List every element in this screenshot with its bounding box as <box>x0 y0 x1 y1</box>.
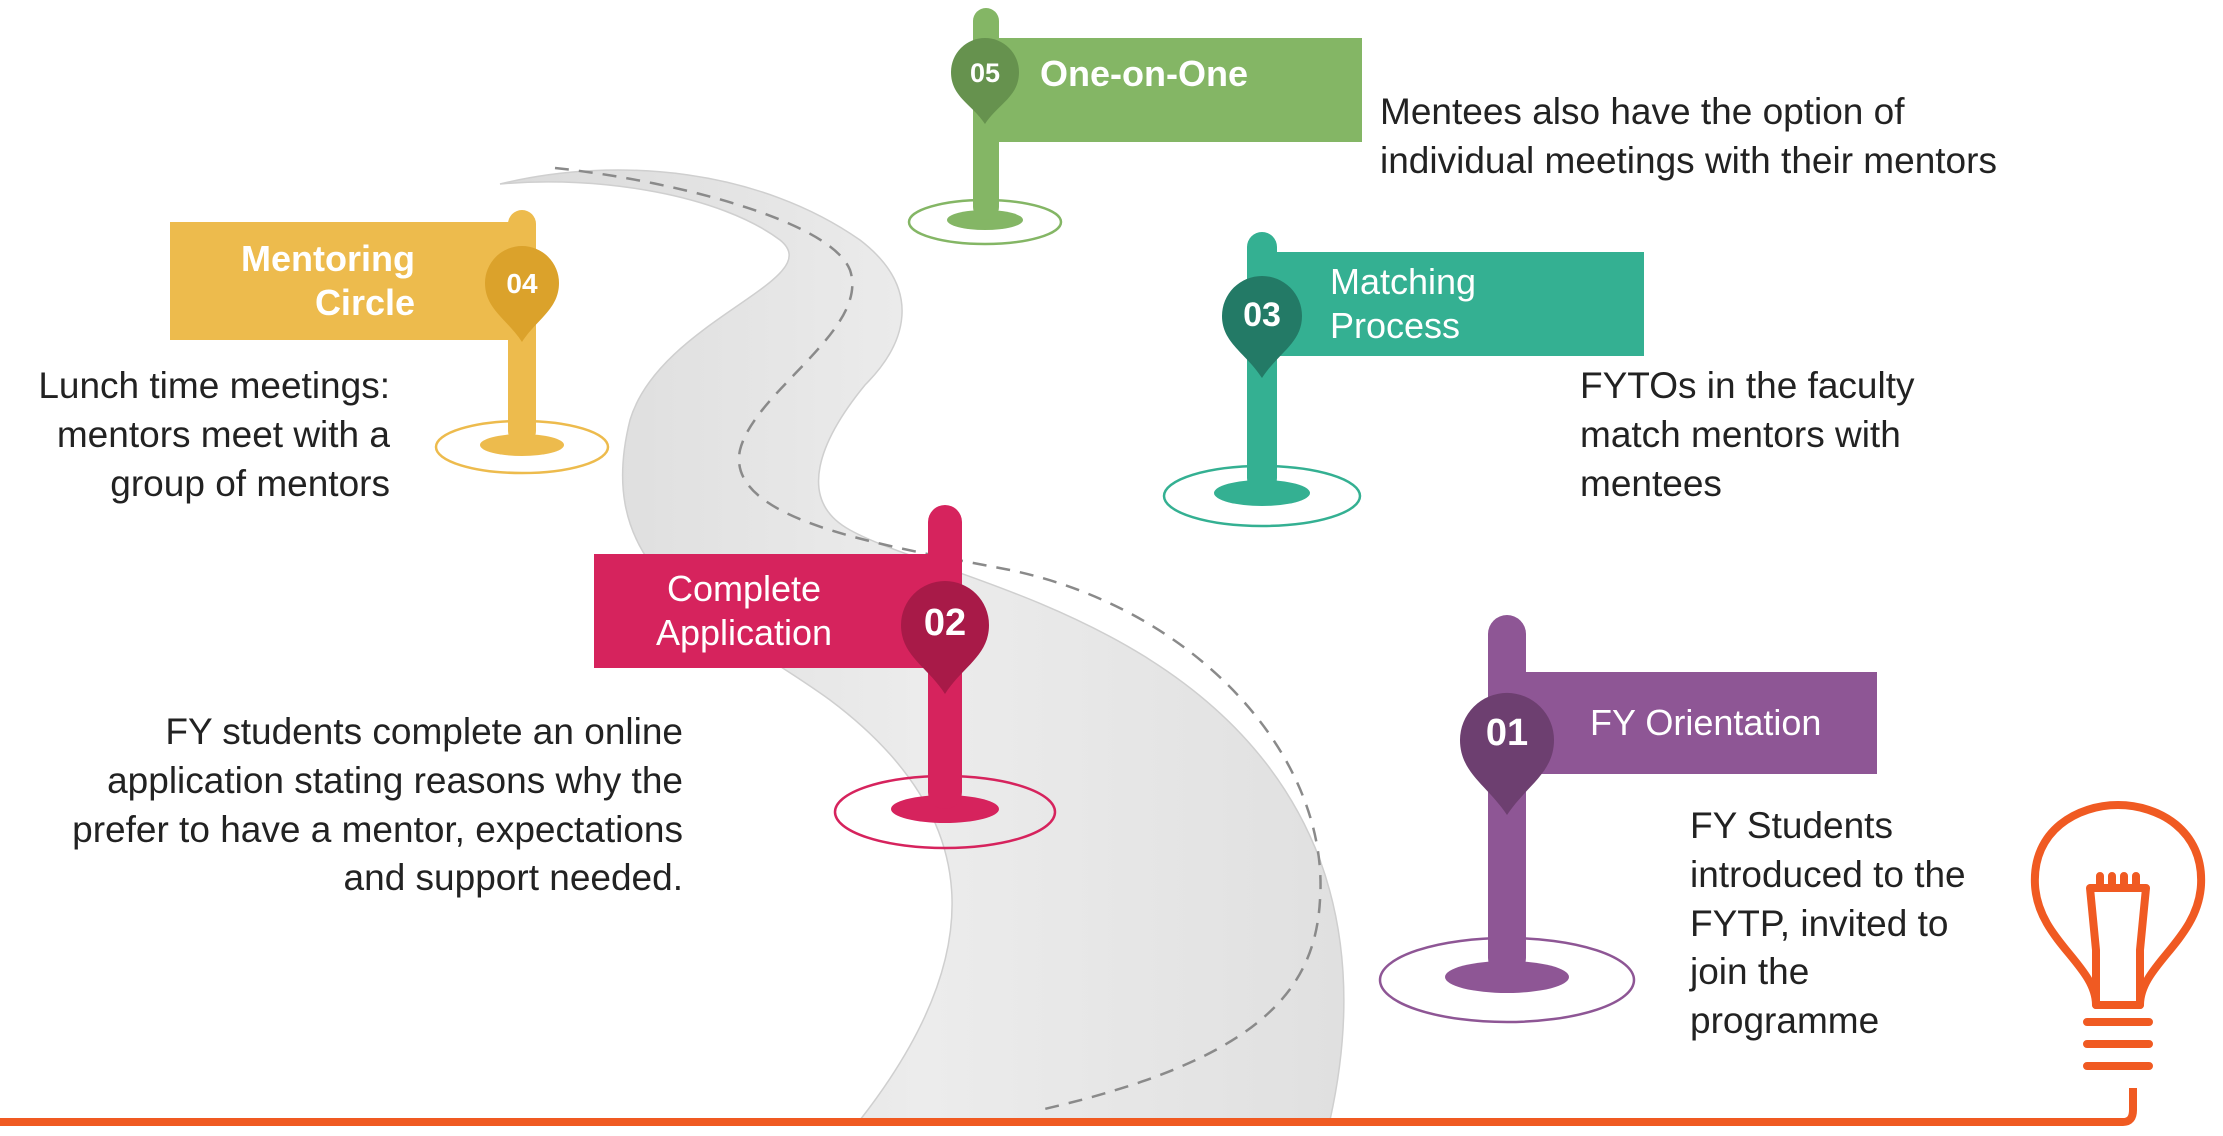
step-02-title-line: Complete <box>666 568 822 610</box>
step-01-description: FY Students introduced to the FYTP, invi… <box>1690 802 1966 1046</box>
road-center-line <box>554 166 1322 1112</box>
step-03-title-line: Process <box>1330 305 1461 346</box>
step-05-sign-board <box>992 38 1362 142</box>
step-03-badge <box>1222 275 1302 378</box>
step-05-badge <box>951 38 1019 124</box>
step-01-description-line: introduced to the <box>1690 853 1966 895</box>
step-04-sign-board <box>170 222 522 340</box>
step-04-description: Lunch time meetings: mentors meet with a… <box>38 362 390 508</box>
step-03-description-line: FYTOs in the faculty <box>1580 365 1915 406</box>
step-04-number: 04 <box>506 268 538 299</box>
step-01-badge <box>1460 692 1554 815</box>
step-05-description: Mentees also have the option of individu… <box>1380 88 1997 186</box>
step-04-badge <box>485 246 559 342</box>
step-03-description-line: match mentors with <box>1580 413 1901 455</box>
step-03-number: 03 <box>1243 296 1281 334</box>
step-01-description-line: programme <box>1690 1000 1880 1042</box>
step-01-description-line: join the <box>1690 951 1810 993</box>
step-04-signpost <box>170 210 610 475</box>
step-01-description-line: FY Students <box>1690 805 1893 846</box>
step-05-description-line: Mentees also have the option of <box>1380 91 1905 132</box>
step-04-description-line: Lunch time meetings: <box>38 365 390 406</box>
step-03-description-line: mentees <box>1580 462 1722 504</box>
step-02-description-line: prefer to have a mentor, expectations <box>72 808 683 850</box>
step-01-title: FY Orientation <box>1590 674 1821 772</box>
step-04-description-line: group of mentors <box>110 462 390 504</box>
step-04-title-line: Circle <box>314 282 415 323</box>
step-03-title: Matching Process <box>1330 254 1476 354</box>
step-02-number: 02 <box>923 602 967 644</box>
step-03-sign-board <box>1262 252 1644 356</box>
step-05-title: One-on-One <box>1040 44 1248 104</box>
step-01-sign-board <box>1507 672 1877 774</box>
step-04-description-line: mentors meet with a <box>56 413 390 455</box>
step-02-description-line: and support needed. <box>343 857 683 899</box>
step-05-signpost <box>907 8 1362 246</box>
step-02-description: FY students complete an online applicati… <box>72 708 683 903</box>
step-04-title-line: Mentoring <box>241 238 415 280</box>
step-02-description-line: application stating reasons why the <box>107 759 683 801</box>
step-01-description-line: FYTP, invited to <box>1690 902 1949 944</box>
step-02-signpost <box>594 505 1057 850</box>
step-02-title: Complete Application <box>594 556 894 666</box>
step-04-title: Mentoring Circle <box>170 226 415 336</box>
step-02-title-line: Application <box>655 612 833 653</box>
step-03-title-line: Matching <box>1330 261 1477 303</box>
step-01-number: 01 <box>1485 712 1529 754</box>
step-03-signpost <box>1162 232 1644 528</box>
step-02-description-line: FY students complete an online <box>165 711 683 752</box>
step-02-badge <box>901 581 989 694</box>
step-03-description: FYTOs in the faculty match mentors with … <box>1580 362 1915 508</box>
step-05-description-line: individual meetings with their mentors <box>1380 139 1997 181</box>
step-05-title-line: One-on-One <box>1040 53 1248 95</box>
lightbulb-icon <box>2030 801 2206 1070</box>
step-05-base <box>947 210 1023 230</box>
step-02-sign-board <box>594 554 958 668</box>
step-01-signpost <box>1378 615 1877 1024</box>
step-05-number: 05 <box>969 58 1001 88</box>
baseline-line <box>0 1088 2137 1126</box>
step-01-title-line: FY Orientation <box>1590 702 1822 744</box>
